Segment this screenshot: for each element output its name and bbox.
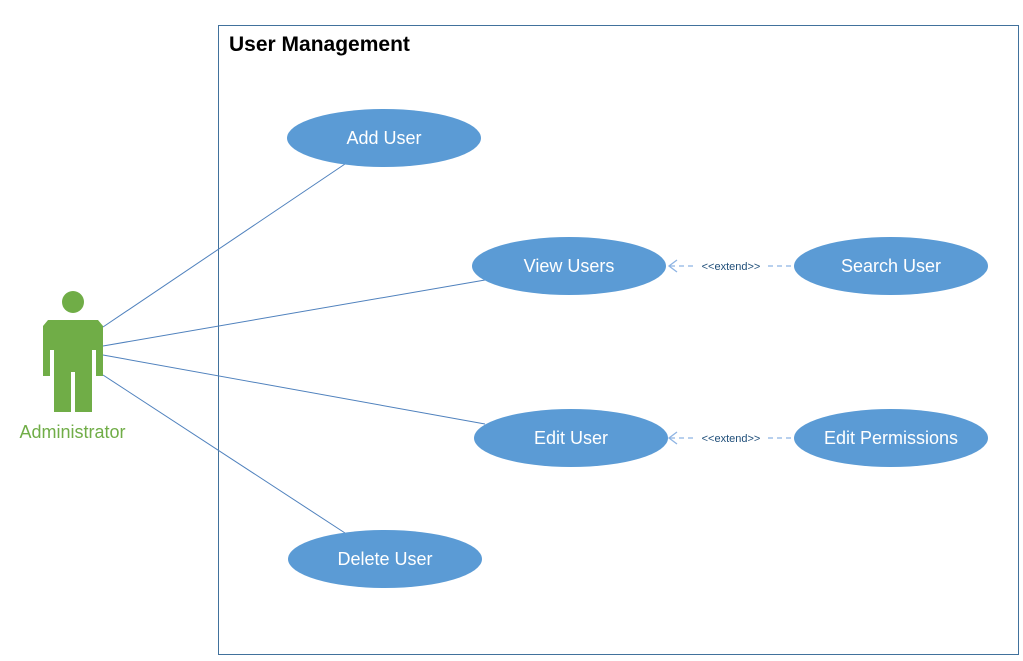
system-title: User Management [229,33,410,56]
extend-relation-permissions: <<extend>> [667,431,792,445]
actor-head[interactable] [62,291,84,313]
use-case-label: Add User [346,128,421,148]
use-case-shape[interactable] [472,237,666,295]
use-case-shape[interactable] [287,109,481,167]
use-case-search-user[interactable]: Search User [794,237,988,295]
use-case-edit-permissions[interactable]: Edit Permissions [794,409,988,467]
extend-label: <<extend>> [702,433,761,445]
actor-body[interactable] [43,320,103,412]
system-boundary [218,25,1019,655]
associations [102,163,486,534]
association-add-user [102,163,346,328]
use-case-label: Search User [841,256,941,276]
association-edit-user [102,354,486,425]
use-case-label: Edit User [534,428,608,448]
extend-label: <<extend>> [702,261,761,273]
use-case-shape[interactable] [794,409,988,467]
use-case-delete-user[interactable]: Delete User [288,530,482,588]
use-case-shape[interactable] [794,237,988,295]
use-case-view-users[interactable]: View Users [472,237,666,295]
use-case-add-user[interactable]: Add User [287,109,481,167]
person-icon[interactable] [43,291,103,412]
use-case-shape[interactable] [474,409,668,467]
use-case-shape[interactable] [288,530,482,588]
use-case-edit-user[interactable]: Edit User [474,409,668,467]
extend-arrowhead [667,259,678,273]
association-delete-user [102,374,346,534]
use-case-label: View Users [524,256,615,276]
extend-relation-search: <<extend>> [667,259,792,273]
use-case-label: Delete User [337,549,432,569]
association-view-users [102,279,486,347]
extend-arrowhead [667,431,678,445]
use-case-label: Edit Permissions [824,428,958,448]
actor-label: Administrator [19,422,126,442]
